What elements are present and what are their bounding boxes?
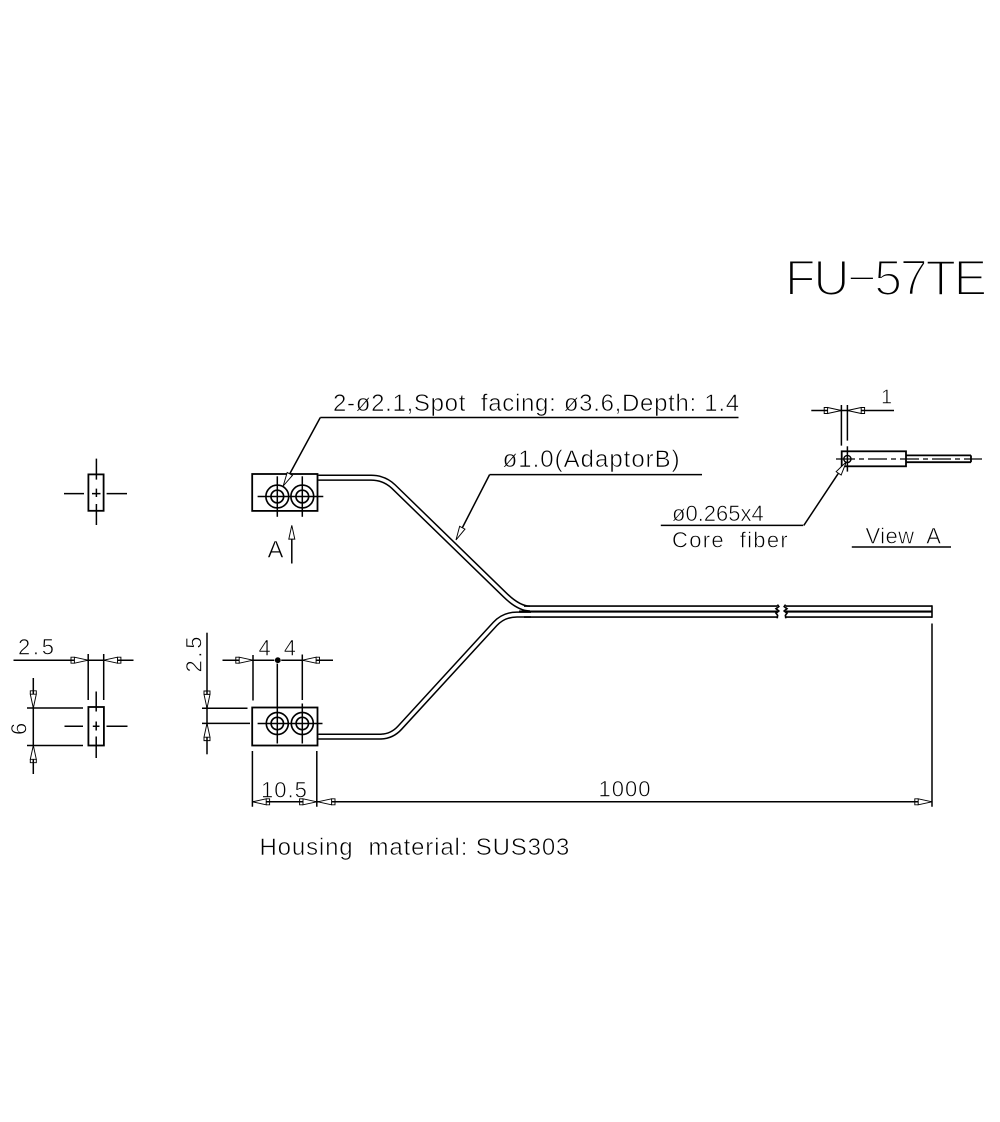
- svg-text:Core fiber: Core fiber: [672, 528, 789, 553]
- svg-text:10.5: 10.5: [261, 777, 308, 802]
- svg-text:6: 6: [7, 723, 32, 735]
- svg-text:Housing material: SUS303: Housing material: SUS303: [260, 834, 571, 861]
- svg-text:View A: View A: [866, 524, 942, 549]
- svg-text:2-ø2.1,Spot facing: ø3.6,Dept: 2-ø2.1,Spot facing: ø3.6,Depth: 1.4: [333, 390, 740, 417]
- svg-text:2.5: 2.5: [182, 634, 207, 673]
- svg-text:ø0.265x4: ø0.265x4: [672, 501, 764, 526]
- svg-text:A: A: [268, 537, 284, 564]
- svg-text:4: 4: [259, 635, 271, 660]
- svg-text:2.5: 2.5: [18, 634, 57, 659]
- svg-text:ø1.0(AdaptorB): ø1.0(AdaptorB): [503, 446, 681, 473]
- svg-text:1: 1: [881, 387, 892, 409]
- svg-text:1000: 1000: [599, 777, 652, 802]
- svg-text:4: 4: [284, 635, 296, 660]
- svg-text:FU−57TE: FU−57TE: [785, 250, 986, 306]
